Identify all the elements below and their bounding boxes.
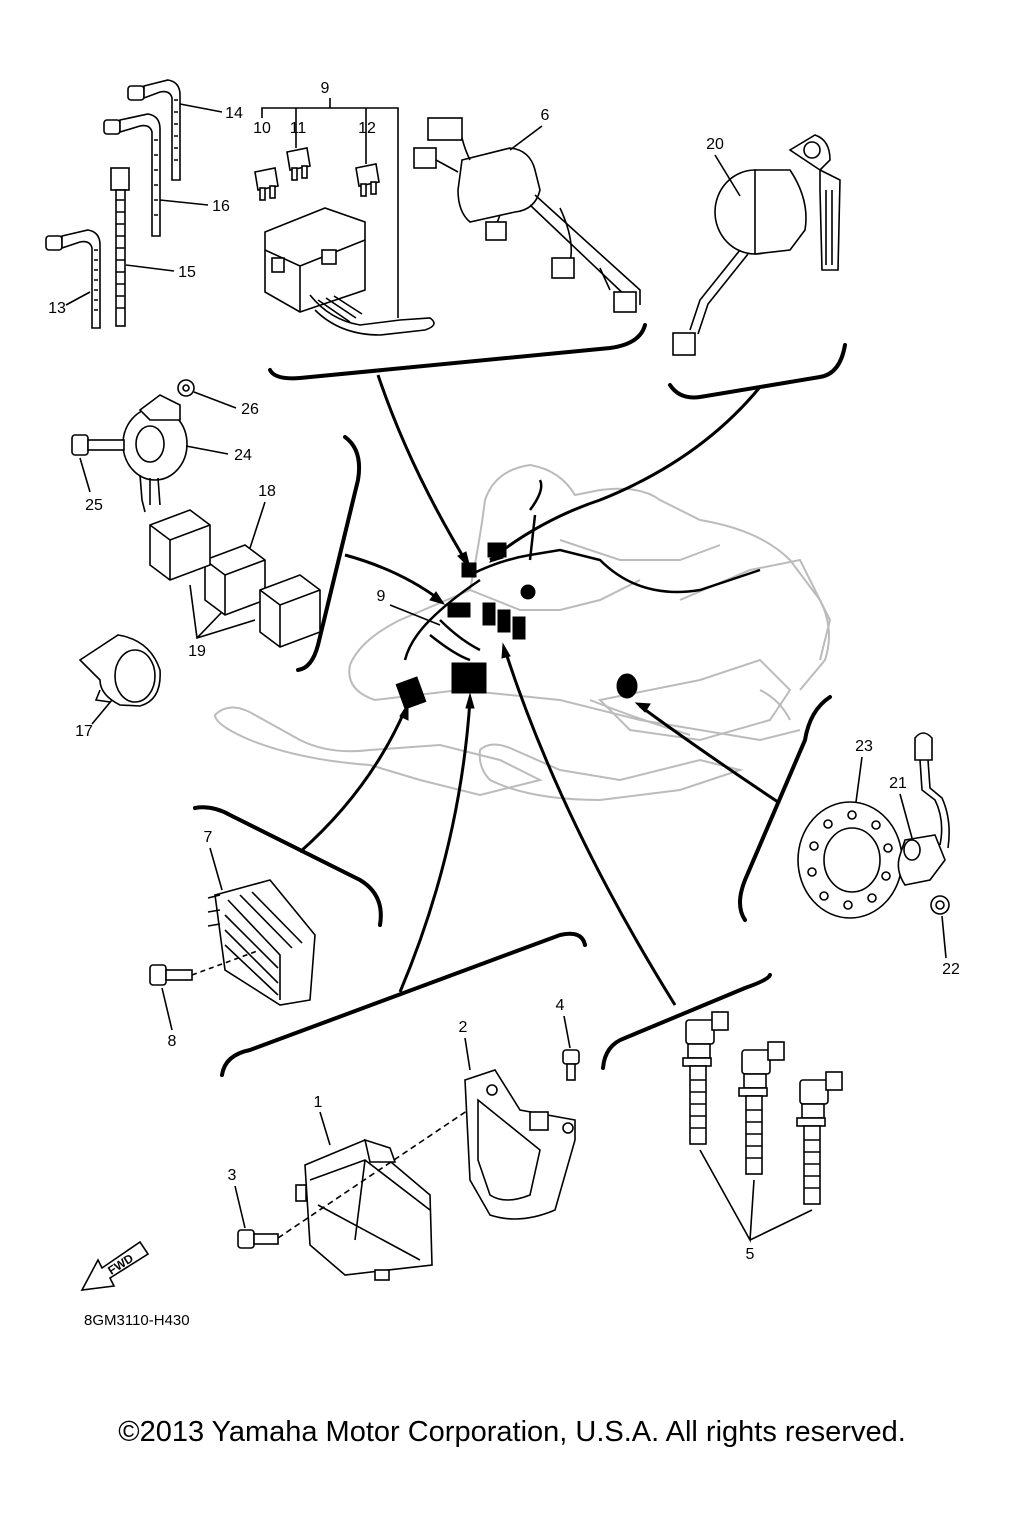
fuse-box-9 xyxy=(264,207,435,336)
fuse-11 xyxy=(286,147,311,181)
fuse-12 xyxy=(355,163,380,197)
sensor-rotor-23 xyxy=(797,801,903,919)
callout-9-vehicle: 9 xyxy=(377,588,386,605)
buzzer-24 xyxy=(122,394,188,513)
rectifier-regulator-7 xyxy=(207,879,316,1006)
callout-23: 23 xyxy=(855,738,873,755)
ignition-coil-5a xyxy=(682,1011,729,1145)
relay-19a xyxy=(149,509,211,581)
ignition-coil-5c xyxy=(796,1071,843,1205)
callout-19: 19 xyxy=(188,643,206,660)
bolt-22 xyxy=(930,895,950,915)
bolt-8 xyxy=(149,949,261,986)
ignition-coil-leaders xyxy=(699,1149,813,1243)
callout-7: 7 xyxy=(204,829,213,846)
callout-1: 1 xyxy=(314,1094,323,1111)
callout-9-top: 9 xyxy=(321,80,330,97)
callout-5: 5 xyxy=(746,1246,755,1263)
bolt-25 xyxy=(71,434,125,456)
relay-bracket-17 xyxy=(78,634,161,707)
relay-18 xyxy=(204,544,266,616)
wire-harness-on-vehicle xyxy=(395,479,761,710)
forward-arrow-icon: FWD xyxy=(80,1240,150,1291)
ignition-coil-5b xyxy=(738,1041,785,1175)
callout-4: 4 xyxy=(556,997,565,1014)
cable-tie-16 xyxy=(103,113,161,237)
callout-16: 16 xyxy=(212,198,230,215)
fuse-10 xyxy=(254,167,279,201)
callout-24: 24 xyxy=(234,447,252,464)
callout-26: 26 xyxy=(241,401,259,418)
speed-sensor-21 xyxy=(897,732,950,886)
fuse-callout-bracket xyxy=(261,98,399,318)
callout-11: 11 xyxy=(290,120,307,137)
copyright-notice: ©2013 Yamaha Motor Corporation, U.S.A. A… xyxy=(118,1416,906,1448)
relay-19-leaders xyxy=(189,584,256,640)
callout-8: 8 xyxy=(168,1033,177,1050)
callout-22: 22 xyxy=(942,961,960,978)
callout-3: 3 xyxy=(228,1167,237,1184)
relay-19b xyxy=(259,574,321,648)
cable-tie-15 xyxy=(110,167,130,327)
callout-20: 20 xyxy=(706,136,724,153)
callout-15: 15 xyxy=(178,264,196,281)
nut-26 xyxy=(177,379,195,397)
bracket-2 xyxy=(464,1069,576,1220)
callout-13: 13 xyxy=(48,300,66,317)
cdi-unit-1 xyxy=(295,1138,433,1281)
callout-12: 12 xyxy=(358,120,376,137)
callout-14: 14 xyxy=(225,105,243,122)
bolt-4 xyxy=(562,1049,580,1081)
bolt-3 xyxy=(237,1089,499,1249)
callout-6: 6 xyxy=(541,107,550,124)
callout-18: 18 xyxy=(258,483,276,500)
part-code: 8GM3110-H430 xyxy=(84,1312,190,1329)
leader-lines xyxy=(193,323,847,1077)
callout-21: 21 xyxy=(889,775,907,792)
cable-tie-13 xyxy=(45,229,101,329)
callout-17: 17 xyxy=(75,723,93,740)
cable-tie-14 xyxy=(127,79,181,181)
callout-2: 2 xyxy=(459,1019,468,1036)
callout-numbers: 1 2 3 4 5 6 7 8 9 9 10 11 12 13 14 15 16… xyxy=(48,80,960,1263)
sub-wire-harness-6 xyxy=(413,117,641,313)
callout-10: 10 xyxy=(253,120,271,137)
main-switch-20 xyxy=(672,134,841,356)
callout-25: 25 xyxy=(85,497,103,514)
